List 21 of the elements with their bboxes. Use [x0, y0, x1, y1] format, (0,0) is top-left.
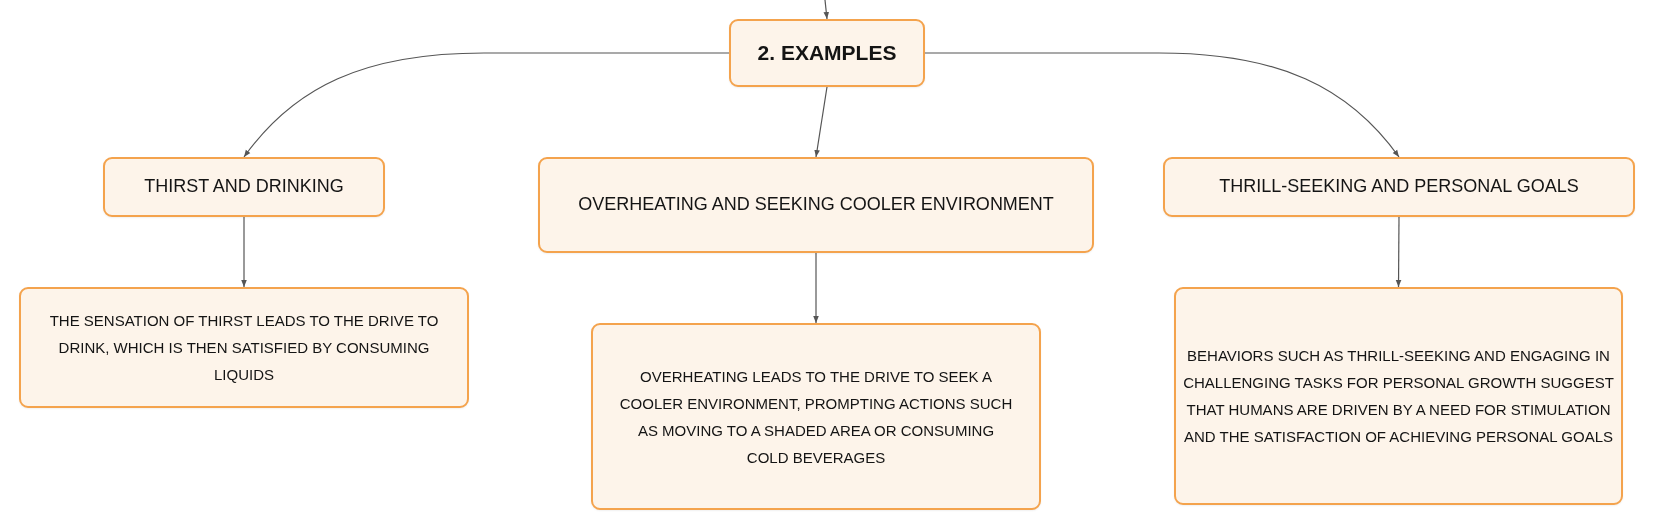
description-box — [591, 323, 1041, 510]
topic-box — [729, 19, 925, 87]
connector-arrow — [241, 216, 247, 288]
example-description: OVERHEATING LEADS TO THE DRIVE TO SEEK A COOLER ENVIRONMENT, PROMPTING ACTIONS SUCH AS MOVING TO A SHADED AREA OR CONSUMING COLD BEVERAGES — [618, 366, 1014, 468]
description-box — [19, 287, 469, 408]
example-title: THRILL-SEEKING AND PERSONAL GOALS — [1219, 175, 1579, 199]
example-box — [538, 157, 1094, 253]
connector-arrow — [243, 52, 730, 158]
example-title: THIRST AND DRINKING — [144, 175, 344, 199]
connector-arrow — [813, 252, 819, 324]
example-description: BEHAVIORS SUCH AS THRILL-SEEKING AND ENGAGING IN CHALLENGING TASKS FOR PERSONAL GROWTH SUGGEST THAT HUMANS ARE DRIVEN BY A NEED FOR STIMULATION AND THE SATISFACTION OF ACHIEVING PERSONAL GOALS — [1182, 346, 1615, 447]
example-box — [103, 157, 385, 217]
description-box — [1174, 287, 1623, 505]
connector-arrow — [1395, 216, 1402, 288]
example-description: THE SENSATION OF THIRST LEADS TO THE DRIVE TO DRINK, WHICH IS THEN SATISFIED BY CONSUMING LIQUIDS — [48, 311, 440, 385]
topic-title: 2. EXAMPLES — [757, 40, 897, 66]
connector-arrow — [823, 0, 830, 20]
example-title: OVERHEATING AND SEEKING COOLER ENVIRONMENT — [578, 193, 1054, 217]
example-box — [1163, 157, 1635, 217]
connector-arrow — [814, 86, 828, 158]
connector-arrow — [924, 52, 1400, 158]
